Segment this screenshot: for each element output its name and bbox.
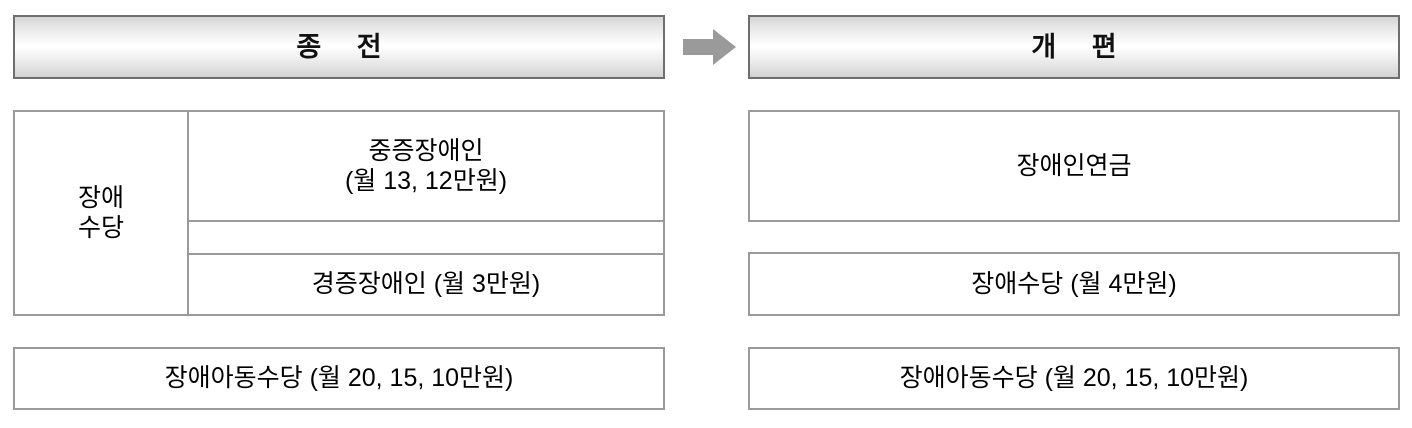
before-allowance-table: 장애 수당 중증장애인 (월 13, 12만원) 경증장애인 (월 3만원): [13, 110, 665, 316]
before-allowance-label: 장애 수당: [77, 183, 124, 243]
after-allowance-label: 장애수당 (월 4만원): [971, 269, 1177, 298]
before-spacer-cell: [189, 220, 663, 253]
after-header-bar: 개 편: [748, 15, 1400, 79]
before-child-allowance-box: 장애아동수당 (월 20, 15, 10만원): [13, 347, 665, 410]
before-mild-label: 경증장애인 (월 3만원): [311, 270, 541, 299]
before-header-label: 종 전: [296, 31, 396, 62]
after-pension-label: 장애인연금: [1016, 151, 1132, 180]
after-child-allowance-label: 장애아동수당 (월 20, 15, 10만원): [899, 364, 1249, 393]
before-mild-cell: 경증장애인 (월 3만원): [189, 253, 663, 314]
right-arrow-icon: [683, 29, 736, 65]
before-severe-cell: 중증장애인 (월 13, 12만원): [189, 112, 663, 220]
after-allowance-box: 장애수당 (월 4만원): [748, 252, 1400, 316]
before-allowance-label-cell: 장애 수당: [15, 112, 189, 314]
before-header-bar: 종 전: [13, 15, 665, 79]
after-header-label: 개 편: [1031, 31, 1131, 62]
before-child-allowance-label: 장애아동수당 (월 20, 15, 10만원): [164, 364, 514, 393]
before-severe-label: 중증장애인 (월 13, 12만원): [344, 136, 508, 196]
after-child-allowance-box: 장애아동수당 (월 20, 15, 10만원): [748, 347, 1400, 410]
after-pension-box: 장애인연금: [748, 110, 1400, 222]
